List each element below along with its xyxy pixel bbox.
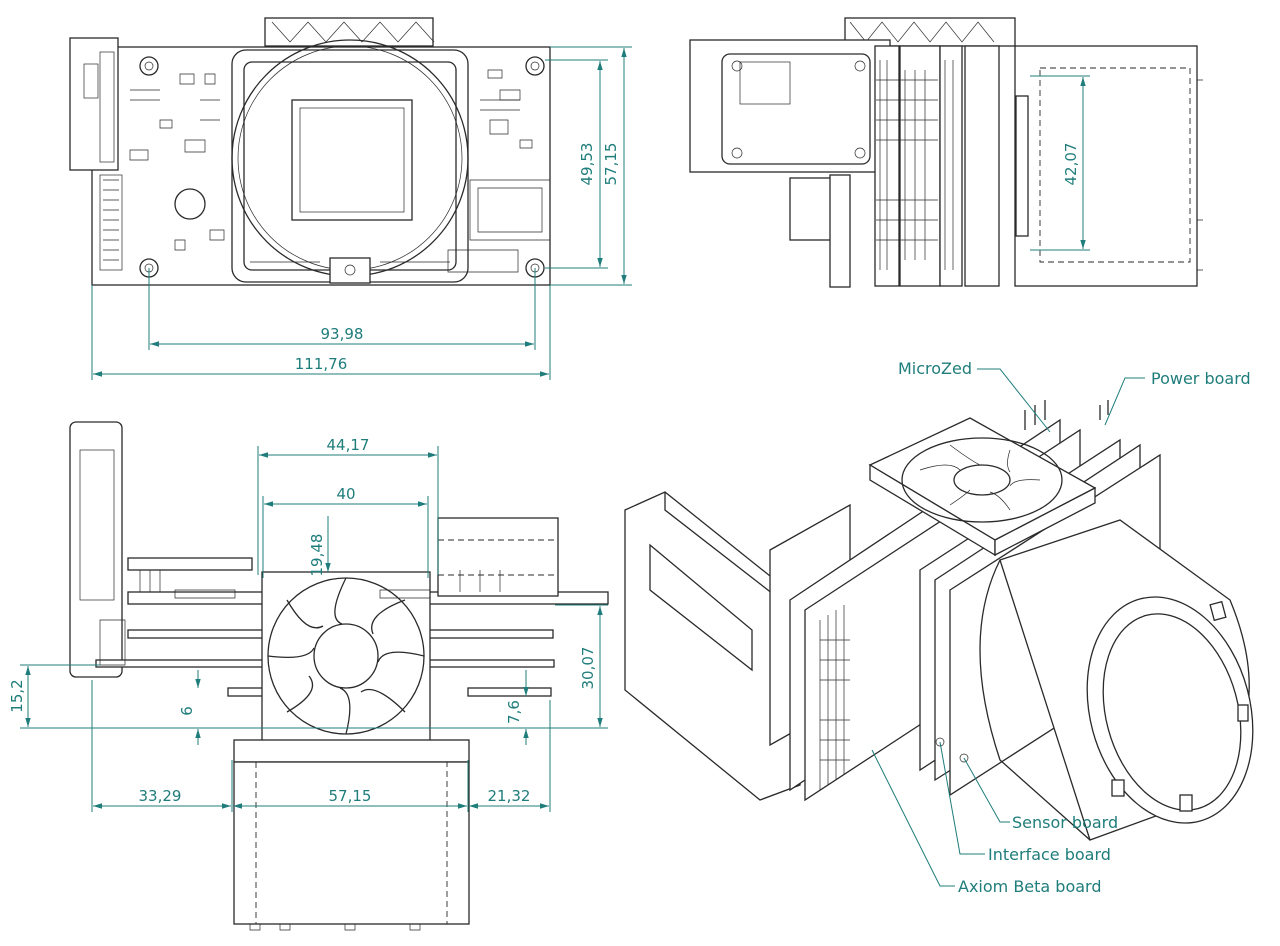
dim-hole-spacing-width: 93,98 — [321, 325, 364, 343]
isometric-view — [624, 400, 1254, 841]
side-view-dimensions: 42,07 — [1030, 75, 1090, 251]
callout-sensor-board: Sensor board — [1012, 813, 1118, 832]
side-view — [689, 17, 1203, 288]
dim-board-height: 57,15 — [602, 143, 620, 186]
dim-fan-inner: 40 — [336, 485, 355, 503]
front-view — [69, 421, 609, 931]
callout-microzed: MicroZed — [898, 359, 972, 378]
callout-axiom-beta-board: Axiom Beta board — [958, 877, 1102, 896]
dim-fan-depth: 19,48 — [308, 534, 326, 577]
front-view-dimensions: 44,17 40 19,48 30,07 15,2 6 7,6 33,29 57… — [8, 436, 608, 812]
callout-interface-board: Interface board — [988, 845, 1111, 864]
dim-left-offset: 33,29 — [139, 787, 182, 805]
dim-board-width: 111,76 — [295, 355, 348, 373]
callouts: MicroZed Power board Sensor board Interf… — [871, 359, 1251, 896]
callout-power-board: Power board — [1151, 369, 1251, 388]
dim-spacer-left: 6 — [178, 706, 196, 716]
dim-left-height: 15,2 — [8, 679, 26, 712]
dim-right-offset: 21,32 — [488, 787, 531, 805]
dim-fan-outer: 44,17 — [327, 436, 370, 454]
dim-sensor-height: 42,07 — [1062, 143, 1080, 186]
dim-stack-height: 30,07 — [579, 647, 597, 690]
top-view — [69, 17, 551, 286]
top-view-dimensions: 93,98 111,76 49,53 57,15 — [91, 46, 632, 380]
dim-spacer-right: 7,6 — [505, 700, 523, 724]
dim-lens-width: 57,15 — [329, 787, 372, 805]
dim-hole-spacing-height: 49,53 — [578, 143, 596, 186]
